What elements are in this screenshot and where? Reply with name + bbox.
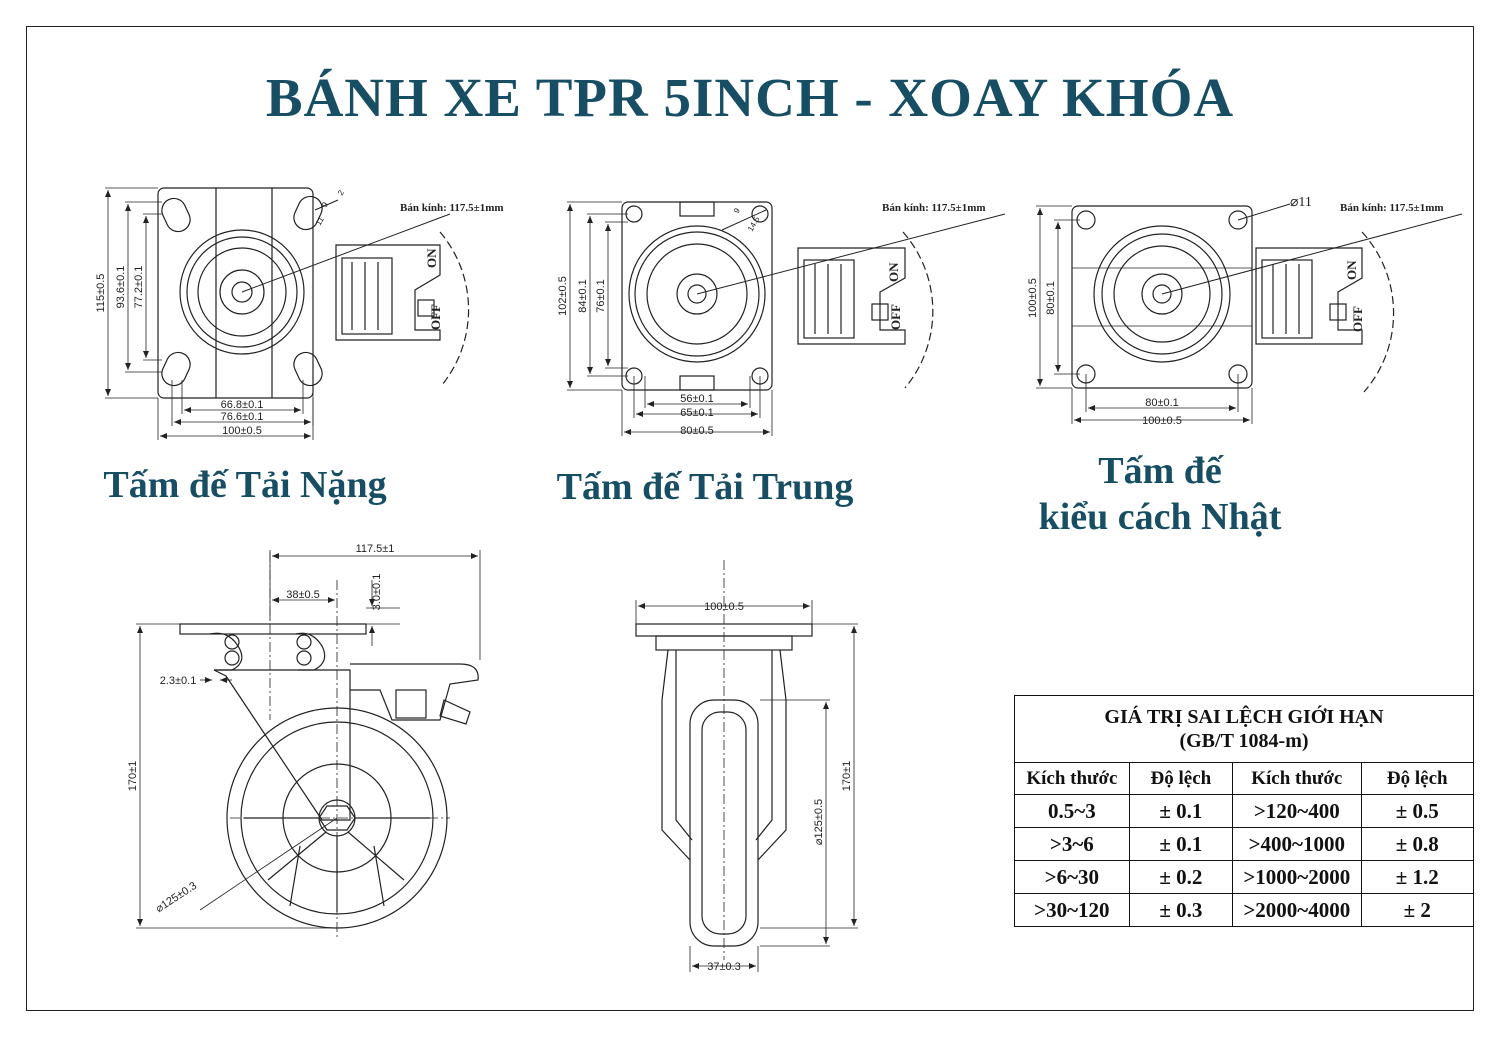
front-height: 170±1 bbox=[841, 761, 853, 792]
japan-width-outer: 100±0.5 bbox=[1142, 415, 1182, 427]
table-cell: >120~400 bbox=[1232, 794, 1362, 828]
side-wheel-diameter: ⌀125±0.3 bbox=[154, 880, 199, 915]
medium-height-mid: 84±0.1 bbox=[577, 279, 589, 313]
side-height: 170±1 bbox=[127, 761, 139, 792]
header-size-2: Kích thước bbox=[1232, 762, 1362, 795]
tolerance-table-title: GIÁ TRỊ SAI LỆCH GIỚI HẠN (GB/T 1084-m) bbox=[1014, 695, 1474, 763]
page-title: BÁNH XE TPR 5INCH - XOAY KHÓA bbox=[265, 67, 1235, 128]
caption-medium: Tấm đế Tải Trung bbox=[556, 466, 854, 508]
heavy-radius-label: Bán kính: 117.5±1mm bbox=[400, 202, 504, 214]
side-plate-thickness: 3.0±0.1 bbox=[371, 574, 383, 611]
heavy-height-outer: 115±0.5 bbox=[95, 274, 107, 313]
table-row: >3~6 ± 0.1 >400~1000 ± 0.8 bbox=[1014, 827, 1475, 861]
medium-height-outer: 102±0.5 bbox=[557, 276, 569, 316]
heavy-width-outer: 100±0.5 bbox=[222, 425, 262, 437]
table-cell: 0.5~3 bbox=[1014, 794, 1130, 828]
table-cell: ± 0.8 bbox=[1360, 827, 1475, 861]
japan-radius-label: Bán kính: 117.5±1mm bbox=[1340, 202, 1444, 214]
table-cell: >1000~2000 bbox=[1232, 860, 1362, 894]
medium-radius-label: Bán kính: 117.5±1mm bbox=[882, 202, 986, 214]
front-wheel-diameter: ⌀125±0.5 bbox=[813, 799, 825, 845]
table-cell: ± 2 bbox=[1360, 893, 1475, 927]
table-cell: ± 1.2 bbox=[1360, 860, 1475, 894]
japan-plate-drawing bbox=[1036, 203, 1463, 424]
medium-width-mid: 65±0.1 bbox=[680, 407, 714, 419]
medium-on-label: ON bbox=[886, 262, 901, 282]
side-gap: 2.3±0.1 bbox=[160, 675, 197, 687]
japan-width-inner: 80±0.1 bbox=[1145, 397, 1179, 409]
medium-plate-drawing bbox=[567, 201, 1006, 436]
table-cell: ± 0.1 bbox=[1128, 827, 1234, 861]
table-row: >30~120 ± 0.3 >2000~4000 ± 2 bbox=[1014, 893, 1475, 927]
tolerance-title-line2: (GB/T 1084-m) bbox=[1179, 730, 1309, 752]
table-cell: >3~6 bbox=[1014, 827, 1130, 861]
japan-off-label: OFF bbox=[1350, 306, 1365, 332]
heavy-width-inner: 66.8±0.1 bbox=[221, 399, 264, 411]
medium-height-inner: 76±0.1 bbox=[595, 279, 607, 313]
front-plate-width: 100±0.5 bbox=[704, 601, 744, 613]
caption-japan-line1: Tấm đế bbox=[1098, 450, 1222, 492]
tolerance-header-row: Kích thước Độ lệch Kích thước Độ lệch bbox=[1014, 762, 1475, 795]
heavy-height-mid: 93.6±0.1 bbox=[115, 266, 127, 309]
caption-heavy: Tấm đế Tải Nặng bbox=[103, 464, 387, 506]
tolerance-table: GIÁ TRỊ SAI LỆCH GIỚI HẠN (GB/T 1084-m) … bbox=[1014, 695, 1475, 927]
medium-width-outer: 80±0.5 bbox=[680, 425, 714, 437]
table-cell: >400~1000 bbox=[1232, 827, 1362, 861]
medium-width-inner: 56±0.1 bbox=[680, 393, 714, 405]
japan-hole-label: ⌀11 bbox=[1290, 195, 1312, 210]
heavy-plate-drawing bbox=[105, 187, 470, 440]
medium-slot-b: 14.5 bbox=[746, 215, 762, 233]
table-row: >6~30 ± 0.2 >1000~2000 ± 1.2 bbox=[1014, 860, 1475, 894]
front-view-drawing bbox=[635, 560, 858, 972]
side-view-drawing bbox=[136, 550, 481, 940]
medium-slot-a: 9 bbox=[732, 206, 742, 215]
drawing-border bbox=[26, 26, 1474, 1011]
caption-japan: Tấm đế kiểu cách Nhật bbox=[1010, 448, 1310, 540]
heavy-off-label: OFF bbox=[428, 304, 443, 330]
caption-japan-line2: kiểu cách Nhật bbox=[1038, 496, 1282, 538]
heavy-width-mid: 76.6±0.1 bbox=[221, 411, 264, 423]
heavy-slot-w: 9 bbox=[320, 200, 330, 209]
heavy-on-label: ON bbox=[424, 248, 439, 268]
heavy-slot-e: 2 bbox=[336, 188, 346, 197]
japan-height-outer: 100±0.5 bbox=[1027, 278, 1039, 318]
table-cell: >2000~4000 bbox=[1232, 893, 1362, 927]
header-deviation-2: Độ lệch bbox=[1360, 762, 1475, 795]
table-row: 0.5~3 ± 0.1 >120~400 ± 0.5 bbox=[1014, 794, 1475, 828]
front-wheel-width: 37±0.3 bbox=[707, 961, 741, 973]
japan-height-inner: 80±0.1 bbox=[1045, 281, 1057, 315]
header-deviation-1: Độ lệch bbox=[1128, 762, 1234, 795]
tolerance-title-line1: GIÁ TRỊ SAI LỆCH GIỚI HẠN bbox=[1104, 706, 1384, 728]
table-cell: ± 0.2 bbox=[1128, 860, 1234, 894]
side-offset: 38±0.5 bbox=[286, 589, 320, 601]
medium-off-label: OFF bbox=[888, 304, 903, 330]
table-cell: >6~30 bbox=[1014, 860, 1130, 894]
table-cell: ± 0.1 bbox=[1128, 794, 1234, 828]
japan-on-label: ON bbox=[1344, 260, 1359, 280]
table-cell: >30~120 bbox=[1014, 893, 1130, 927]
side-swivel-radius: 117.5±1 bbox=[356, 543, 395, 555]
heavy-height-inner: 77.2±0.1 bbox=[133, 266, 145, 309]
header-size-1: Kích thước bbox=[1014, 762, 1130, 795]
table-cell: ± 0.3 bbox=[1128, 893, 1234, 927]
table-cell: ± 0.5 bbox=[1360, 794, 1475, 828]
